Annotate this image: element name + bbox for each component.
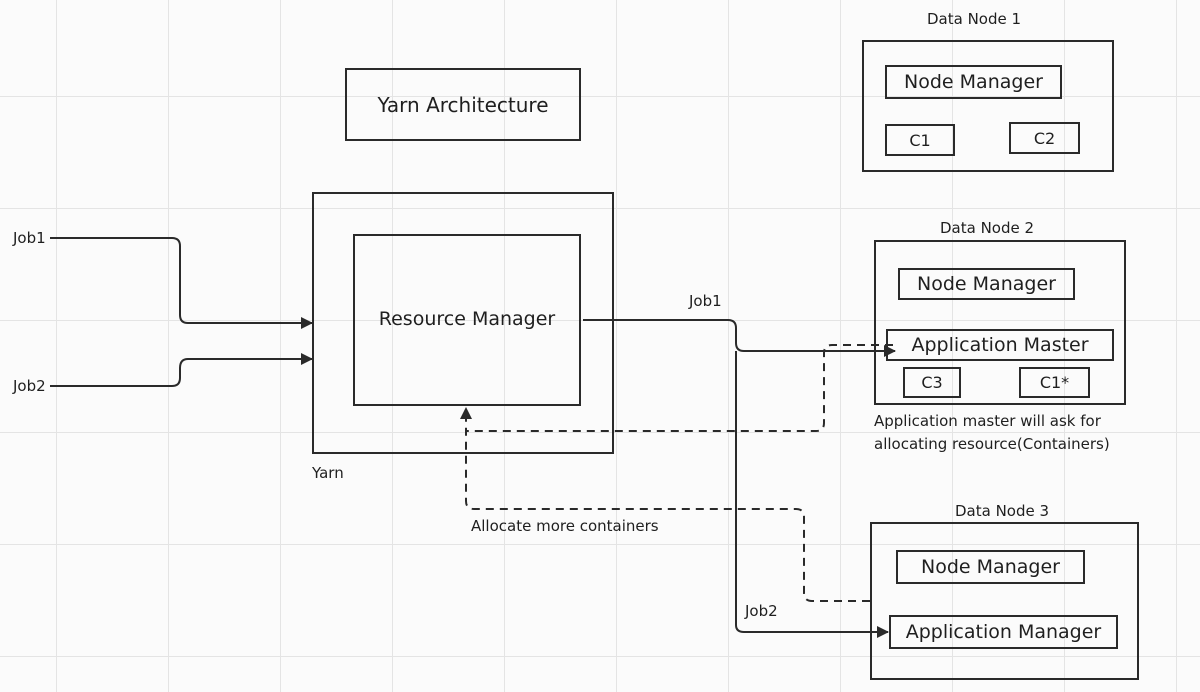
resource-manager-label: Resource Manager [378, 308, 556, 330]
app-master-note-line2: allocating resource(Containers) [874, 435, 1110, 453]
data-node-1-node-manager: Node Manager [885, 65, 1062, 99]
rm-to-app-master-arrow [583, 319, 896, 357]
app-master-note-line1: Application master will ask for [874, 412, 1101, 430]
application-manager-label: Application Manager [905, 621, 1102, 643]
job1-arrow [50, 237, 313, 329]
application-master-label: Application Master [911, 334, 1089, 356]
container-c2: C2 [1009, 122, 1080, 154]
application-master-box: Application Master [886, 329, 1114, 361]
data-node-1-box [862, 40, 1114, 172]
data-node-3-label: Data Node 3 [955, 502, 1050, 520]
job2-arrow [50, 353, 313, 387]
container-c3: C3 [903, 367, 961, 398]
container-label: C3 [921, 373, 943, 392]
allocate-request-arrow [460, 407, 870, 602]
node-manager-label: Node Manager [921, 556, 1060, 578]
allocate-note: Allocate more containers [471, 517, 659, 535]
rm-to-app-manager-arrow [735, 351, 889, 638]
container-label: C2 [1033, 128, 1056, 148]
container-label: C1* [1039, 373, 1070, 392]
data-node-3-node-manager: Node Manager [896, 550, 1085, 584]
data-node-2-box [874, 240, 1126, 405]
job1-route-label: Job1 [689, 292, 722, 310]
application-manager-box: Application Manager [889, 615, 1118, 649]
container-c1: C1 [885, 124, 955, 156]
title-box: Yarn Architecture [345, 68, 581, 141]
data-node-2-label: Data Node 2 [940, 219, 1035, 237]
diagram-title: Yarn Architecture [377, 92, 549, 117]
node-manager-label: Node Manager [917, 273, 1056, 295]
container-c1-star: C1* [1019, 367, 1090, 398]
data-node-1-label: Data Node 1 [927, 10, 1022, 28]
data-node-2-node-manager: Node Manager [898, 268, 1075, 300]
data-node-3-box [870, 522, 1139, 680]
app-master-request-arrow [466, 344, 893, 432]
node-manager-label: Node Manager [904, 71, 1043, 93]
job2-label: Job2 [13, 377, 46, 395]
yarn-label: Yarn [312, 464, 344, 482]
job1-label: Job1 [13, 229, 46, 247]
container-label: C1 [909, 130, 931, 150]
resource-manager-box: Resource Manager [353, 234, 581, 406]
job2-route-label: Job2 [745, 602, 778, 620]
yarn-box [312, 192, 614, 454]
